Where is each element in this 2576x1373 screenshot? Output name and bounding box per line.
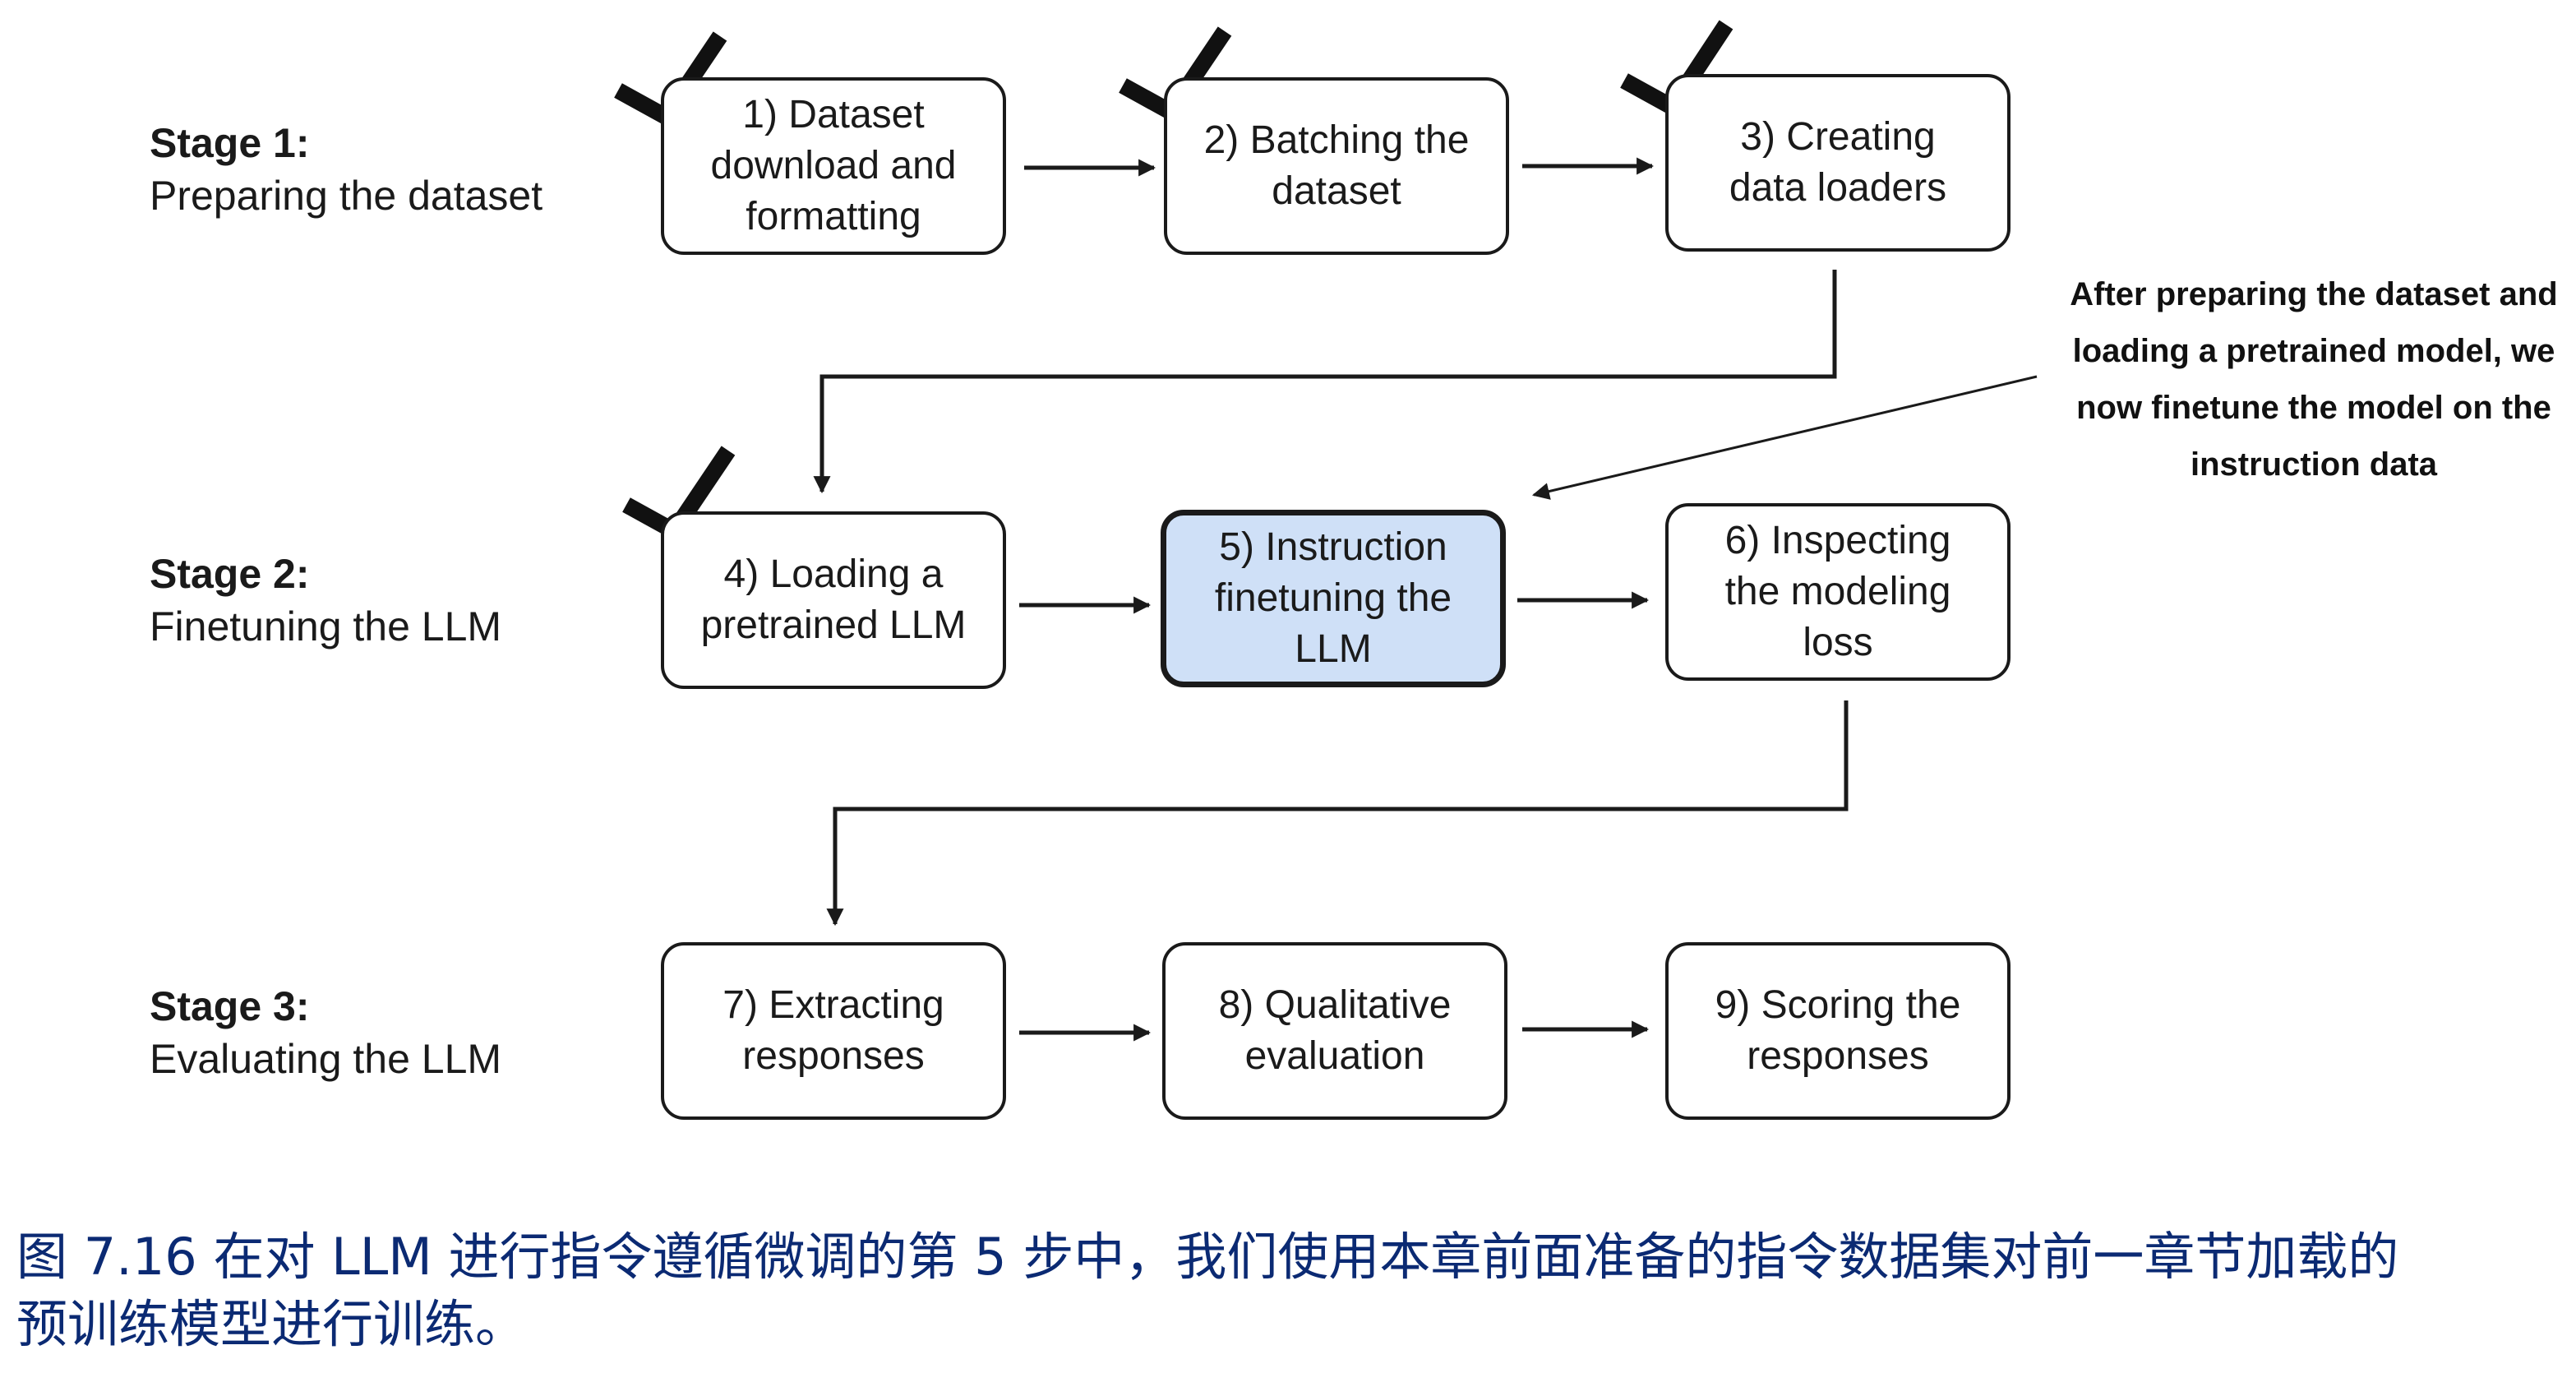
step-7-line-2: responses <box>742 1034 925 1078</box>
step-9-line-2: responses <box>1747 1034 1929 1078</box>
stage-2-label: Stage 2: Finetuning the LLM <box>150 548 501 653</box>
step-5-line-3: LLM <box>1295 627 1372 671</box>
step-3-box: 3) Creating data loaders <box>1665 74 2010 252</box>
step-1-line-3: formatting <box>746 195 921 238</box>
step-5-box-highlighted: 5) Instruction finetuning the LLM <box>1161 510 1506 687</box>
step-8-box: 8) Qualitative evaluation <box>1162 942 1507 1120</box>
annotation-line-4: instruction data <box>2190 446 2438 483</box>
step-8-line-1: 8) Qualitative <box>1218 983 1452 1027</box>
step-4-line-1: 4) Loading a <box>723 552 944 596</box>
step-6-line-2: the modeling <box>1724 570 1951 613</box>
step-7-box: 7) Extracting responses <box>661 942 1006 1120</box>
step-5-line-1: 5) Instruction <box>1219 525 1447 569</box>
annotation-pointer-arrow <box>1531 375 2038 500</box>
stage-title: Stage 3: <box>150 983 310 1029</box>
annotation-line-1: After preparing the dataset and <box>2070 276 2558 312</box>
stage-description: Finetuning the LLM <box>150 603 502 650</box>
step-7-line-1: 7) Extracting <box>722 983 944 1027</box>
arrow-step6-to-step7 <box>826 700 1849 927</box>
figure-caption: 图 7.16 在对 LLM 进行指令遵循微调的第 5 步中，我们使用本章前面准备… <box>16 1223 2564 1358</box>
step-9-box: 9) Scoring the responses <box>1665 942 2010 1120</box>
caption-line-2: 预训练模型进行训练。 <box>16 1294 527 1354</box>
arrow-step3-to-step4 <box>813 270 1837 494</box>
step-2-line-2: dataset <box>1272 169 1401 213</box>
step-6-box: 6) Inspecting the modeling loss <box>1665 503 2010 681</box>
step-6-line-1: 6) Inspecting <box>1724 519 1951 562</box>
step-1-line-1: 1) Dataset <box>742 93 925 136</box>
step-4-box: 4) Loading a pretrained LLM <box>661 511 1006 689</box>
step-5-line-2: finetuning the <box>1214 576 1452 620</box>
step-1-line-2: download and <box>710 144 957 187</box>
step-2-line-1: 2) Batching the <box>1203 118 1470 162</box>
stage-title: Stage 1: <box>150 120 310 166</box>
step-9-line-1: 9) Scoring the <box>1715 983 1961 1027</box>
stage-1-label: Stage 1: Preparing the dataset <box>150 117 542 222</box>
stage-description: Evaluating the LLM <box>150 1036 502 1082</box>
stage-3-label: Stage 3: Evaluating the LLM <box>150 980 501 1085</box>
stage-description: Preparing the dataset <box>150 173 543 219</box>
caption-line-1: 图 7.16 在对 LLM 进行指令遵循微调的第 5 步中，我们使用本章前面准备… <box>16 1227 2399 1287</box>
annotation-text: After preparing the dataset and loading … <box>2055 266 2573 493</box>
step-2-box: 2) Batching the dataset <box>1164 77 1509 255</box>
step-6-line-3: loss <box>1803 621 1873 664</box>
step-1-box: 1) Dataset download and formatting <box>661 77 1006 255</box>
annotation-line-3: now finetune the model on the <box>2076 390 2551 426</box>
step-3-line-2: data loaders <box>1729 166 1947 210</box>
step-8-line-2: evaluation <box>1244 1034 1425 1078</box>
step-4-line-2: pretrained LLM <box>700 603 967 647</box>
stage-title: Stage 2: <box>150 551 310 597</box>
step-3-line-1: 3) Creating <box>1740 115 1936 159</box>
annotation-line-2: loading a pretrained model, we <box>2072 333 2555 369</box>
